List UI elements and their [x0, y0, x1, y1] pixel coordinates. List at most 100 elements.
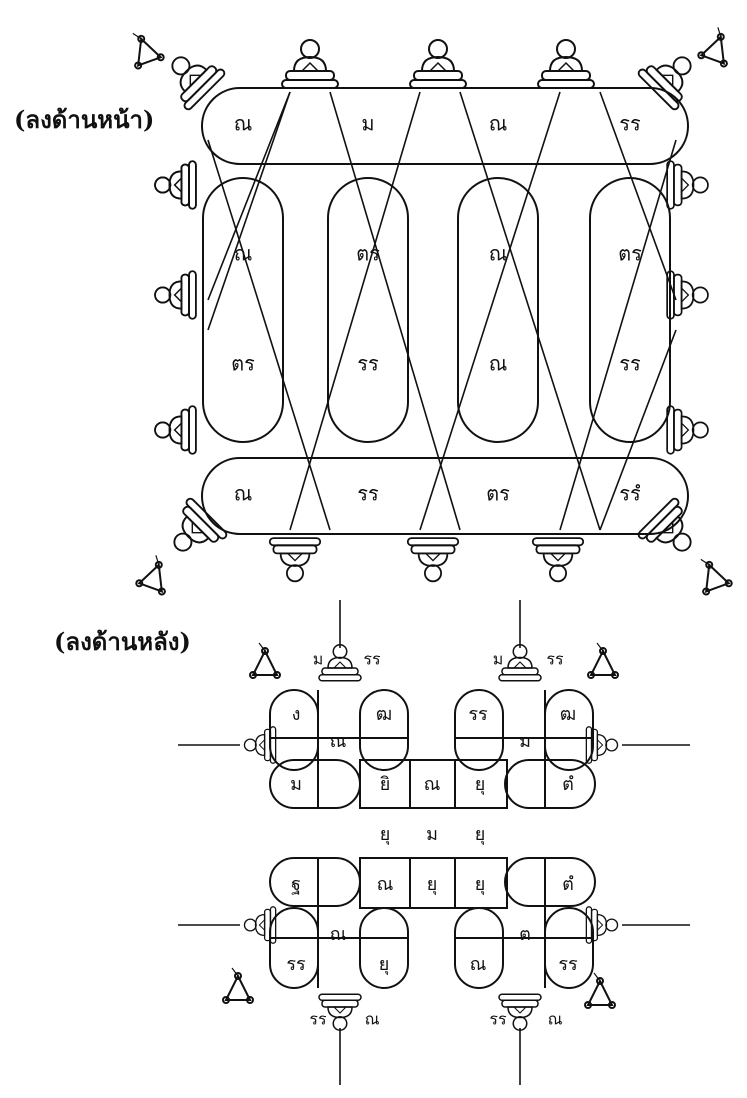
front-glyph: ตร [356, 242, 380, 266]
back-glyph: รร [558, 954, 578, 975]
seated-monk-icon [154, 160, 197, 210]
back-glyph: ฒ [560, 704, 576, 725]
back-glyph: ณ [377, 874, 394, 895]
back-glyph: ยุ [475, 874, 486, 895]
front-caption: (ลงด้านหน้า) [14, 105, 155, 134]
side-label: ม [313, 650, 324, 669]
column-loop [457, 177, 539, 443]
back-glyph: ง [292, 704, 301, 725]
seated-monk-icon [585, 906, 619, 944]
crossing-line [599, 329, 677, 531]
seated-monk-icon [268, 537, 322, 583]
side-label: รร [309, 1010, 327, 1029]
front-glyph: รร [357, 482, 379, 506]
back-glyph: รร [468, 704, 488, 725]
back-loop [269, 857, 361, 907]
seated-monk-icon [406, 537, 460, 583]
seated-monk-icon [281, 39, 339, 89]
seated-monk-icon [154, 405, 197, 455]
side-label: รร [546, 650, 564, 669]
front-glyph: ณ [234, 482, 253, 506]
back-glyph: ม [519, 731, 531, 752]
crossing-line [289, 91, 421, 531]
triangle-amulet-icon [584, 972, 616, 1009]
seated-monk-icon [318, 993, 362, 1031]
back-glyph: ม [426, 824, 438, 845]
back-glyph: ณ [424, 774, 441, 795]
seated-monk-icon [666, 160, 709, 210]
column-loop [589, 177, 671, 443]
triangle-amulet-icon [249, 642, 281, 679]
back-loop [269, 759, 361, 809]
seated-monk-icon [585, 726, 619, 764]
seated-monk-icon [171, 56, 226, 111]
seated-monk-icon [173, 497, 228, 552]
crossing-line [329, 91, 461, 531]
side-label: รร [489, 1010, 507, 1029]
seated-monk-icon [498, 993, 542, 1031]
back-glyph: ฒ [376, 704, 392, 725]
back-glyph: ยุ [380, 824, 391, 845]
back-glyph: ม [290, 774, 302, 795]
front-glyph: รร [619, 112, 641, 136]
back-glyph: ยุ [475, 774, 486, 795]
seated-monk-icon [637, 56, 692, 111]
seated-monk-icon [498, 644, 542, 682]
front-glyph: รร [357, 352, 379, 376]
crossing-line [207, 91, 291, 331]
front-glyph: ณ [489, 352, 508, 376]
back-loop [269, 689, 319, 771]
front-glyph: ตร [486, 482, 510, 506]
back-glyph: ยุ [427, 874, 438, 895]
front-glyph: ณ [489, 242, 508, 266]
side-label: ม [493, 650, 504, 669]
back-loop [454, 907, 504, 989]
column-loop [327, 177, 409, 443]
column-loop [202, 177, 284, 443]
back-glyph: ตํ [562, 774, 574, 795]
bottom-band-loop [201, 457, 689, 535]
front-glyph: ตร [231, 352, 255, 376]
triangle-amulet-icon [697, 27, 728, 68]
back-yantra: งฒณมรรฒมตํฐณรรยุตํตณรรยิณยุณยุยุยุมยุมรร… [178, 600, 690, 1085]
seated-monk-icon [318, 644, 362, 682]
back-loop [359, 689, 409, 771]
back-glyph: ณ [470, 954, 487, 975]
back-glyph: ยุ [379, 954, 390, 975]
crossing-line [599, 91, 677, 301]
front-yantra: ณมณรรณตรณตรตรรรณรรณรรตรรรํ [201, 87, 689, 535]
center-box [454, 759, 508, 809]
crossing-line [419, 91, 561, 531]
back-loop [359, 907, 409, 989]
back-glyph: ณ [330, 924, 347, 945]
crossing-line [559, 139, 677, 531]
front-glyph: ตร [618, 242, 642, 266]
seated-monk-icon [531, 537, 585, 583]
side-label: ณ [365, 1010, 380, 1029]
triangle-amulet-icon [135, 555, 166, 596]
back-caption: (ลงด้านหลัง) [54, 627, 191, 656]
crossing-line [207, 91, 291, 301]
triangle-amulet-icon [700, 558, 733, 596]
back-glyph: ณ [330, 731, 347, 752]
back-glyph: ฐ [291, 874, 301, 895]
seated-monk-icon [409, 39, 467, 89]
front-glyph: ณ [489, 112, 508, 136]
front-glyph: ม [361, 112, 374, 136]
back-glyph: รร [286, 954, 306, 975]
back-glyph: ต [519, 924, 531, 945]
back-glyph: ยิ [380, 774, 391, 795]
crossing-line [207, 139, 331, 531]
triangle-amulet-icon [132, 32, 165, 70]
seated-monk-icon [666, 405, 709, 455]
side-label: ณ [548, 1010, 563, 1029]
front-glyph: รรํ [619, 482, 641, 506]
triangle-amulet-icon [222, 967, 254, 1004]
back-loop [504, 857, 596, 907]
back-loop [504, 759, 596, 809]
front-glyph: รร [619, 352, 641, 376]
front-glyph: ณ [234, 112, 253, 136]
seated-monk-icon [666, 270, 709, 320]
back-glyph: ยุ [475, 824, 486, 845]
